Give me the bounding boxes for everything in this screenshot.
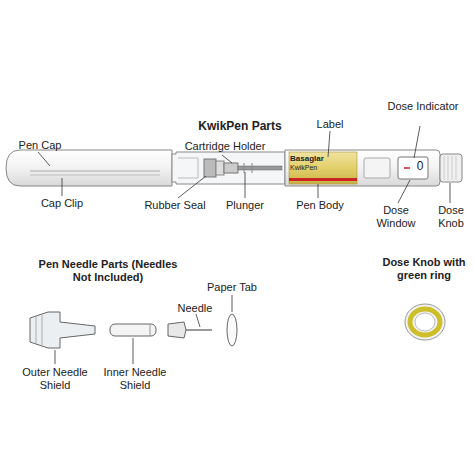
part-label: Cartridge Holder <box>170 140 280 153</box>
dose-number: 0 <box>414 160 426 172</box>
diagram-title: KwikPen Parts <box>170 120 310 134</box>
part-label: Pen Body <box>290 199 350 212</box>
part-label: Plunger <box>220 199 270 212</box>
pen-label-text: Basaglar <box>290 155 356 163</box>
part-label: Cap Clip <box>32 197 92 210</box>
part-label: Dose Window <box>370 204 422 229</box>
part-label: Inner Needle Shield <box>98 366 172 391</box>
part-label: Needle <box>165 302 225 315</box>
part-label: Dose Indicator <box>378 100 468 113</box>
part-label: Label <box>305 118 355 131</box>
part-label: Dose Knob <box>430 204 472 229</box>
part-label: Outer Needle Shield <box>18 366 92 391</box>
pen-label-text: KwikPen <box>290 164 356 171</box>
part-label: Paper Tab <box>196 281 268 294</box>
section-heading: Pen Needle Parts (Needles Not Included) <box>28 258 188 283</box>
section-heading: Dose Knob with green ring <box>378 256 470 281</box>
part-label: Pen Cap <box>5 139 75 152</box>
part-label: Rubber Seal <box>140 199 210 212</box>
